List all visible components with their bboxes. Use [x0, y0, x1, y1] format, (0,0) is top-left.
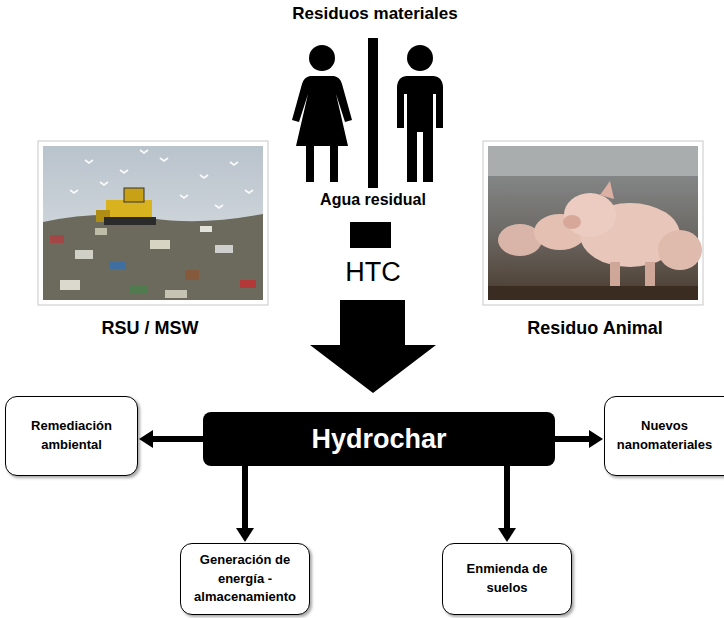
flow-arrow — [555, 430, 603, 448]
text-label: Residuos materiales — [255, 4, 495, 24]
node-text: Enmienda de suelos — [451, 560, 563, 598]
arrow-head — [498, 528, 516, 542]
node-text: Nuevos nanomateriales — [613, 417, 716, 455]
product-box: Hydrochar — [203, 412, 555, 466]
arrow-head — [589, 430, 603, 448]
output-box: Generación de energía - almacenamiento — [180, 543, 310, 615]
arrow-head — [139, 430, 153, 448]
arrow-shaft — [151, 436, 203, 442]
arrow-shaft — [555, 436, 591, 442]
flow-arrow — [139, 430, 203, 448]
process-square — [350, 222, 391, 248]
arrow-shaft — [242, 466, 248, 530]
output-box: Nuevos nanomateriales — [604, 396, 724, 476]
text-label: Agua residual — [293, 191, 453, 209]
flow-arrow — [498, 466, 516, 542]
arrow-head — [236, 528, 254, 542]
output-box: Remediación ambiental — [5, 396, 138, 476]
restroom-icon — [292, 38, 443, 188]
landfill-photo — [38, 141, 268, 305]
node-text: Hydrochar — [311, 424, 446, 455]
output-box: Enmienda de suelos — [442, 543, 572, 615]
process-arrow — [310, 300, 436, 393]
text-label: RSU / MSW — [60, 318, 240, 339]
arrow-shaft — [504, 466, 510, 530]
text-label: Residuo Animal — [500, 318, 690, 339]
node-text: Generación de energía - almacenamiento — [189, 551, 301, 608]
text-label: HTC — [313, 257, 433, 288]
node-text: Remediación ambiental — [14, 417, 129, 455]
flow-arrow — [236, 466, 254, 542]
pig-photo — [483, 141, 703, 305]
